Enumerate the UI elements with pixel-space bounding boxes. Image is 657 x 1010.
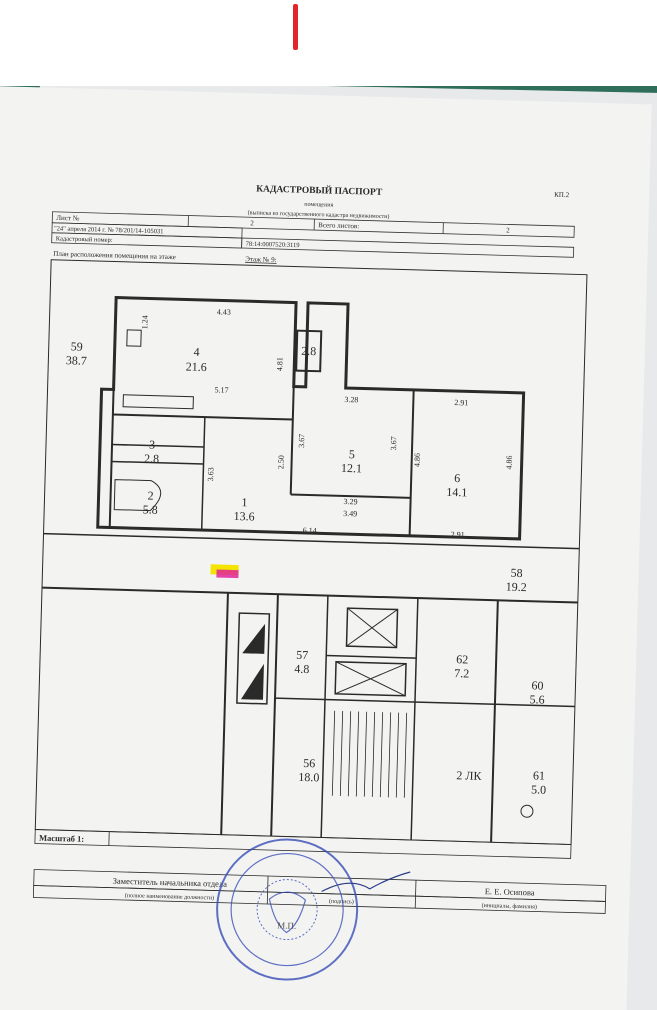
cadastral-number-label: Кадастровый номер:: [56, 235, 113, 244]
dim-6-14: 6.14: [303, 526, 317, 535]
sheet-label: Лист №: [56, 214, 80, 223]
room-6-area: 14.1: [446, 485, 467, 500]
room-57-number: 57: [296, 648, 308, 662]
sheet-value: 2: [250, 219, 254, 227]
document-title: КАДАСТРОВЫЙ ПАСПОРТ: [256, 182, 383, 198]
room-56-number: 56: [303, 756, 315, 770]
official-stamp: М.П.: [216, 838, 359, 981]
room-62-number: 62: [456, 652, 468, 666]
room-58-number: 58: [510, 566, 522, 580]
dim-3-67-right: 3.67: [389, 436, 398, 450]
room-57-area: 4.8: [294, 662, 309, 676]
room-60-number: 60: [531, 678, 543, 692]
dim-2-91-bottom: 2.91: [451, 530, 465, 539]
dim-4-86-right: 4.86: [504, 455, 513, 469]
paper-sheet: КАДАСТРОВЫЙ ПАСПОРТ КП.2 помещения (выпи…: [0, 86, 652, 1010]
signer-position: Заместитель начальника отдела: [113, 876, 228, 889]
room-1-number: 1: [241, 495, 247, 509]
room-61-area: 5.0: [531, 782, 546, 796]
room-5-area: 12.1: [341, 461, 362, 476]
room-62-area: 7.2: [454, 666, 469, 680]
floor-label: Этаж № 9:: [245, 255, 277, 264]
document-date-number: "24" апреля 2014 г. № 78/201/14-105031: [54, 225, 164, 235]
room-60-area: 5.6: [529, 692, 544, 706]
dim-3-28: 3.28: [344, 395, 358, 404]
room-3-area: 2.8: [144, 451, 159, 465]
total-sheets-value: 2: [506, 226, 510, 234]
dim-4-86-left: 4.86: [413, 453, 422, 467]
room-5-number: 5: [349, 447, 355, 461]
dim-4-81: 4.81: [275, 357, 284, 371]
top-bar: [0, 0, 657, 86]
stair-label: 2 ЛК: [456, 768, 483, 783]
caption-name: (инициалы, фамилия): [482, 902, 538, 911]
cadastral-passport: КАДАСТРОВЫЙ ПАСПОРТ КП.2 помещения (выпи…: [32, 182, 607, 981]
room-2-number: 2: [147, 489, 153, 503]
room-59-number: 59: [71, 339, 83, 353]
caption-position: (полное наименование должности): [125, 892, 214, 901]
document-subtitle: помещения: [304, 202, 333, 209]
room-56-area: 18.0: [298, 770, 319, 785]
dim-3-63: 3.63: [206, 467, 215, 481]
document-subtitle-2: (выписка из государственного кадастра не…: [248, 209, 390, 220]
caption-signature: (подпись): [329, 898, 354, 906]
dim-5-17: 5.17: [214, 385, 228, 394]
entrance-highlight-mark: [216, 569, 239, 579]
room-59-area: 38.7: [66, 353, 87, 368]
dim-1-24: 1.24: [140, 315, 149, 329]
dim-3-29: 3.29: [343, 497, 357, 506]
dim-3-49: 3.49: [343, 509, 357, 518]
room-2-area: 5.8: [143, 502, 158, 516]
dim-4-43: 4.43: [217, 307, 231, 316]
stamp-mark: М.П.: [277, 920, 296, 931]
room-6-number: 6: [454, 471, 460, 485]
dim-2-91-top: 2.91: [454, 398, 468, 407]
room-4-area: 21.6: [186, 360, 207, 375]
room-58-area: 19.2: [506, 580, 527, 595]
scale-label: Масштаб 1:: [39, 833, 85, 844]
room-1-area: 13.6: [233, 509, 254, 524]
signer-name: Е. Е. Осипова: [485, 886, 535, 897]
plan-caption: План расположения помещения на этаже: [53, 250, 176, 261]
total-sheets-label: Всего листов:: [318, 221, 359, 230]
signature: [321, 871, 411, 893]
red-marker: [293, 4, 298, 50]
dim-3-67-left: 3.67: [297, 434, 306, 448]
cadastral-number-value: 78:14:0007520:3119: [246, 241, 300, 250]
form-code: КП.2: [554, 191, 570, 199]
room-4-number: 4: [193, 345, 199, 359]
balcony-area: 2.8: [301, 344, 316, 358]
room-61-number: 61: [533, 768, 545, 782]
dim-2-50: 2.50: [276, 455, 285, 469]
room-3-number: 3: [149, 438, 155, 452]
document-photo: КАДАСТРОВЫЙ ПАСПОРТ КП.2 помещения (выпи…: [0, 86, 657, 1010]
